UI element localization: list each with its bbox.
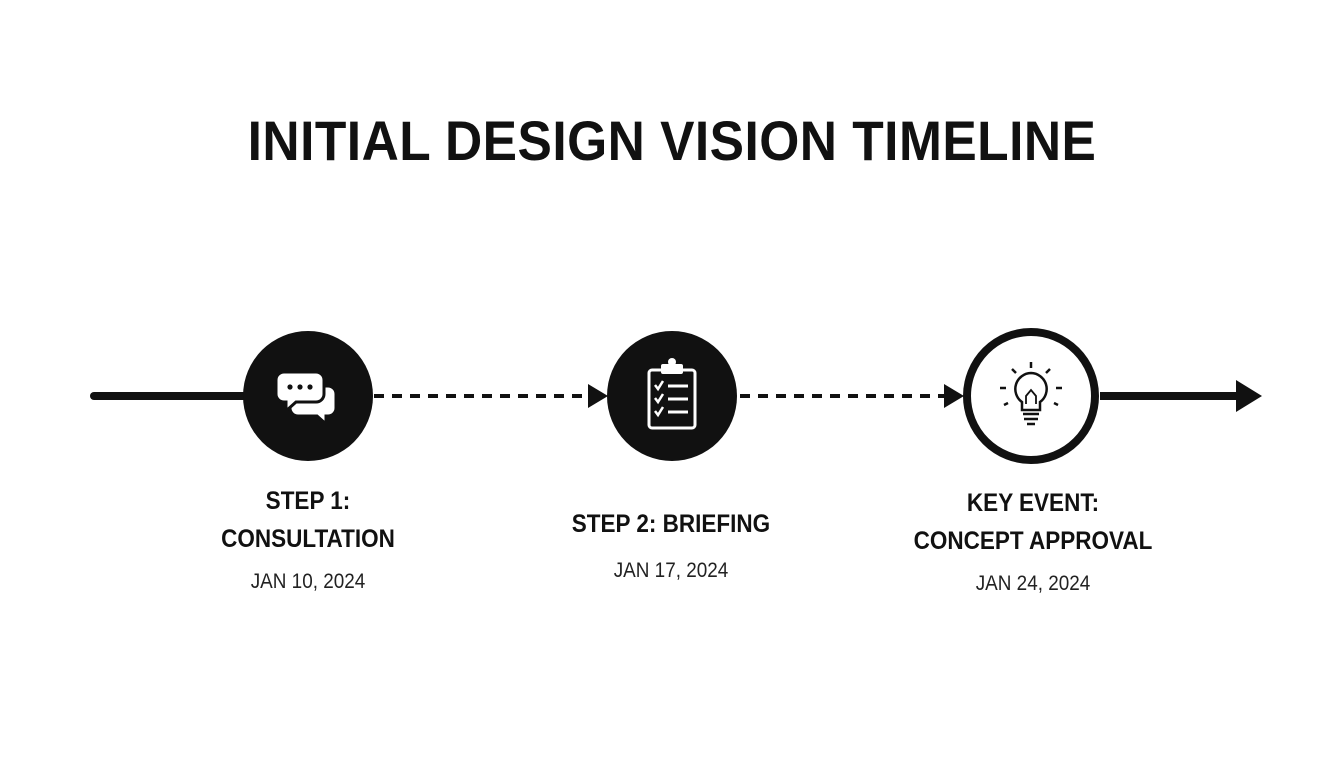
lightbulb-icon: [1000, 362, 1062, 426]
step-3-label: KEY EVENT: CONCEPT APPROVAL JAN 24, 2024: [883, 484, 1183, 598]
step-1-label: STEP 1: CONSULTATION JAN 10, 2024: [158, 482, 458, 596]
step-2-title: STEP 2: BRIEFING: [571, 510, 771, 538]
timeline-node-1: [243, 331, 373, 461]
timeline-end-arrowhead: [1236, 380, 1262, 412]
step-3-date: JAN 24, 2024: [975, 572, 1091, 595]
chat-bubbles-icon: [274, 370, 338, 428]
timeline-node-3: [963, 328, 1099, 464]
step-2-date: JAN 17, 2024: [613, 559, 729, 582]
clipboard-checklist-icon: [647, 358, 697, 430]
step-1-title-line-2: CONSULTATION: [221, 525, 395, 553]
connector-arrowhead-1: [588, 384, 608, 408]
connector-arrowhead-2: [944, 384, 964, 408]
timeline-node-2: [607, 331, 737, 461]
step-2-label: STEP 2: BRIEFING JAN 17, 2024: [521, 505, 821, 585]
step-3-title-line-2: CONCEPT APPROVAL: [913, 527, 1153, 555]
step-1-date: JAN 10, 2024: [250, 570, 366, 593]
step-3-title-line-1: KEY EVENT:: [966, 489, 1100, 517]
step-1-title-line-1: STEP 1:: [265, 487, 351, 515]
page-title: INITIAL DESIGN VISION TIMELINE: [247, 109, 1097, 172]
